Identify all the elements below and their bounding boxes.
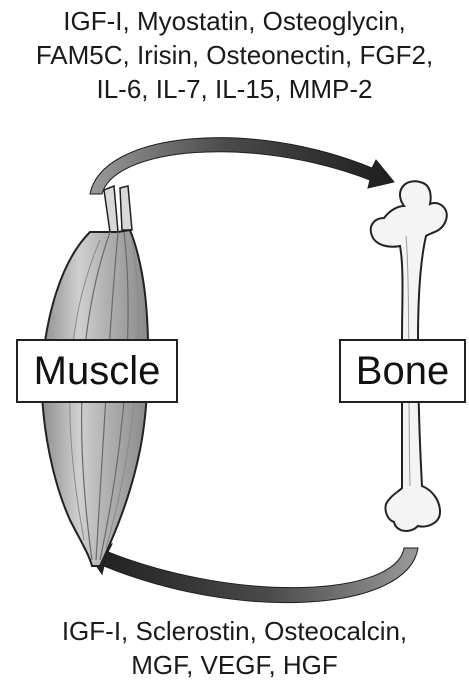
bottom-factors-line-2: MGF, VEGF, HGF [0, 648, 469, 682]
bottom-factors-line-1: IGF-I, Sclerostin, Osteocalcin, [0, 614, 469, 648]
bone-to-muscle-factors: IGF-I, Sclerostin, Osteocalcin, MGF, VEG… [0, 614, 469, 682]
muscle-label: Muscle [16, 339, 178, 403]
bone-label: Bone [339, 339, 466, 403]
top-arrow-muscle-to-bone [90, 138, 394, 194]
bottom-arrow-bone-to-muscle [84, 544, 418, 603]
